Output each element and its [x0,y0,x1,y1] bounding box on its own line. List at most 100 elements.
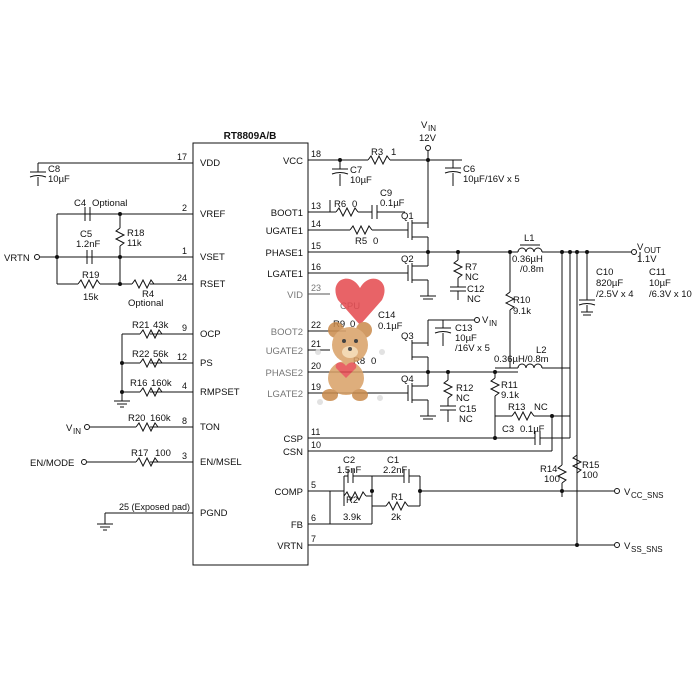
svg-text:0: 0 [350,319,355,330]
svg-text:25 (Exposed pad): 25 (Exposed pad) [119,502,190,512]
phase1-bus: R7 NC C12 NC [330,250,518,305]
svg-text:0: 0 [352,199,357,210]
svg-text:V: V [624,487,631,498]
svg-text:23: 23 [311,283,321,293]
svg-text:12V: 12V [419,133,437,144]
svg-text:CSN: CSN [283,447,303,458]
svg-text:3.9k: 3.9k [343,512,361,523]
svg-text:/6.3V x 10: /6.3V x 10 [649,289,692,300]
svg-text:Q4: Q4 [401,374,414,385]
svg-text:C12: C12 [467,284,484,295]
pin-fb: 6FB [291,513,330,531]
svg-text:12: 12 [177,352,187,362]
svg-text:100: 100 [544,474,560,485]
svg-text:C3: C3 [502,424,514,435]
svg-text:Q2: Q2 [401,254,414,265]
enmode-network: EN/MODE R17 100 [30,448,193,469]
svg-text:100: 100 [582,470,598,481]
svg-text:R17: R17 [131,448,148,459]
ground-symbol [114,400,130,408]
svg-text:24: 24 [177,273,187,283]
svg-text:CSP: CSP [283,434,303,445]
svg-text:C8: C8 [48,164,60,175]
svg-text:0.1µF: 0.1µF [378,321,403,332]
svg-text:C15: C15 [459,404,476,415]
svg-text:2k: 2k [391,512,401,523]
svg-text:R11: R11 [501,380,518,391]
svg-text:10µF: 10µF [455,333,477,344]
svg-text:/16V x 5: /16V x 5 [455,343,490,354]
svg-text:100: 100 [155,448,171,459]
svg-text:5: 5 [311,480,316,490]
svg-text:RSET: RSET [200,279,226,290]
svg-text:10: 10 [311,440,321,450]
svg-text:V: V [66,423,73,434]
svg-text:R1: R1 [391,492,403,503]
svg-text:C7: C7 [350,165,362,176]
svg-text:8: 8 [182,416,187,426]
svg-text:R8: R8 [353,356,365,367]
svg-text:TON: TON [200,422,220,433]
svg-text:R20: R20 [128,413,145,424]
svg-text:2.2nF: 2.2nF [383,465,407,476]
svg-text:EN/MODE: EN/MODE [30,458,74,469]
svg-text:IN: IN [73,427,81,436]
svg-text:VSET: VSET [200,252,225,263]
svg-text:R15: R15 [582,460,599,471]
svg-text:VRTN: VRTN [4,253,30,264]
svg-text:C14: C14 [378,310,395,321]
svg-text:IN: IN [428,124,436,133]
vcc-network: R3 1 C7 10µF C6 10µF/16V x 5 [330,147,520,186]
svg-text:C13: C13 [455,323,472,334]
svg-text:VDD: VDD [200,158,220,169]
svg-text:UGATE1: UGATE1 [266,226,303,237]
svg-text:19: 19 [311,382,321,392]
svg-text:VREF: VREF [200,209,226,220]
svg-text:V: V [637,242,644,253]
vref-network: C4 Optional R18 11k C5 1.2nF VRTN R19 15… [4,198,193,309]
ton-network: V IN R20 160k [66,413,193,436]
svg-text:R7: R7 [465,262,477,273]
svg-text:820µF: 820µF [596,278,623,289]
svg-text:0.36µH: 0.36µH [512,254,543,265]
r10-resistor: R10 9.1k [504,252,531,368]
svg-text:NC: NC [459,414,473,425]
channel2-network: CPU R9 0 C14 0.1µF R8 0 V IN C13 10µF /1… [330,301,570,445]
q2-mosfet: Q2 [330,252,436,300]
svg-text:NC: NC [465,272,479,283]
svg-text:1: 1 [391,147,396,158]
svg-text:22: 22 [311,320,321,330]
q1-mosfet: Q1 [401,211,429,252]
vss-sns-terminal: V SS_SNS [330,541,663,554]
svg-text:BOOT2: BOOT2 [271,327,303,338]
svg-text:C4: C4 [74,198,86,209]
svg-text:PHASE1: PHASE1 [266,248,304,259]
svg-text:10µF: 10µF [350,175,372,186]
csp-csn-wires [330,414,570,452]
svg-text:R3: R3 [371,147,383,158]
svg-text:/0.8m: /0.8m [520,264,544,275]
svg-text:VCC: VCC [283,156,303,167]
svg-text:18: 18 [311,149,321,159]
svg-text:R14: R14 [540,464,557,475]
svg-text:OUT: OUT [644,246,661,255]
svg-text:10µF/16V x 5: 10µF/16V x 5 [463,174,520,185]
svg-text:R2: R2 [346,495,358,506]
l1-inductor: L1 0.36µH /0.8m [512,233,632,275]
svg-text:13: 13 [311,201,321,211]
svg-text:R5: R5 [355,236,367,247]
ic-body: RT8809A/B [192,131,309,566]
svg-text:V: V [624,541,631,552]
svg-text:C1: C1 [387,455,399,466]
pgnd-ground [97,513,113,531]
svg-text:SS_SNS: SS_SNS [631,545,663,554]
